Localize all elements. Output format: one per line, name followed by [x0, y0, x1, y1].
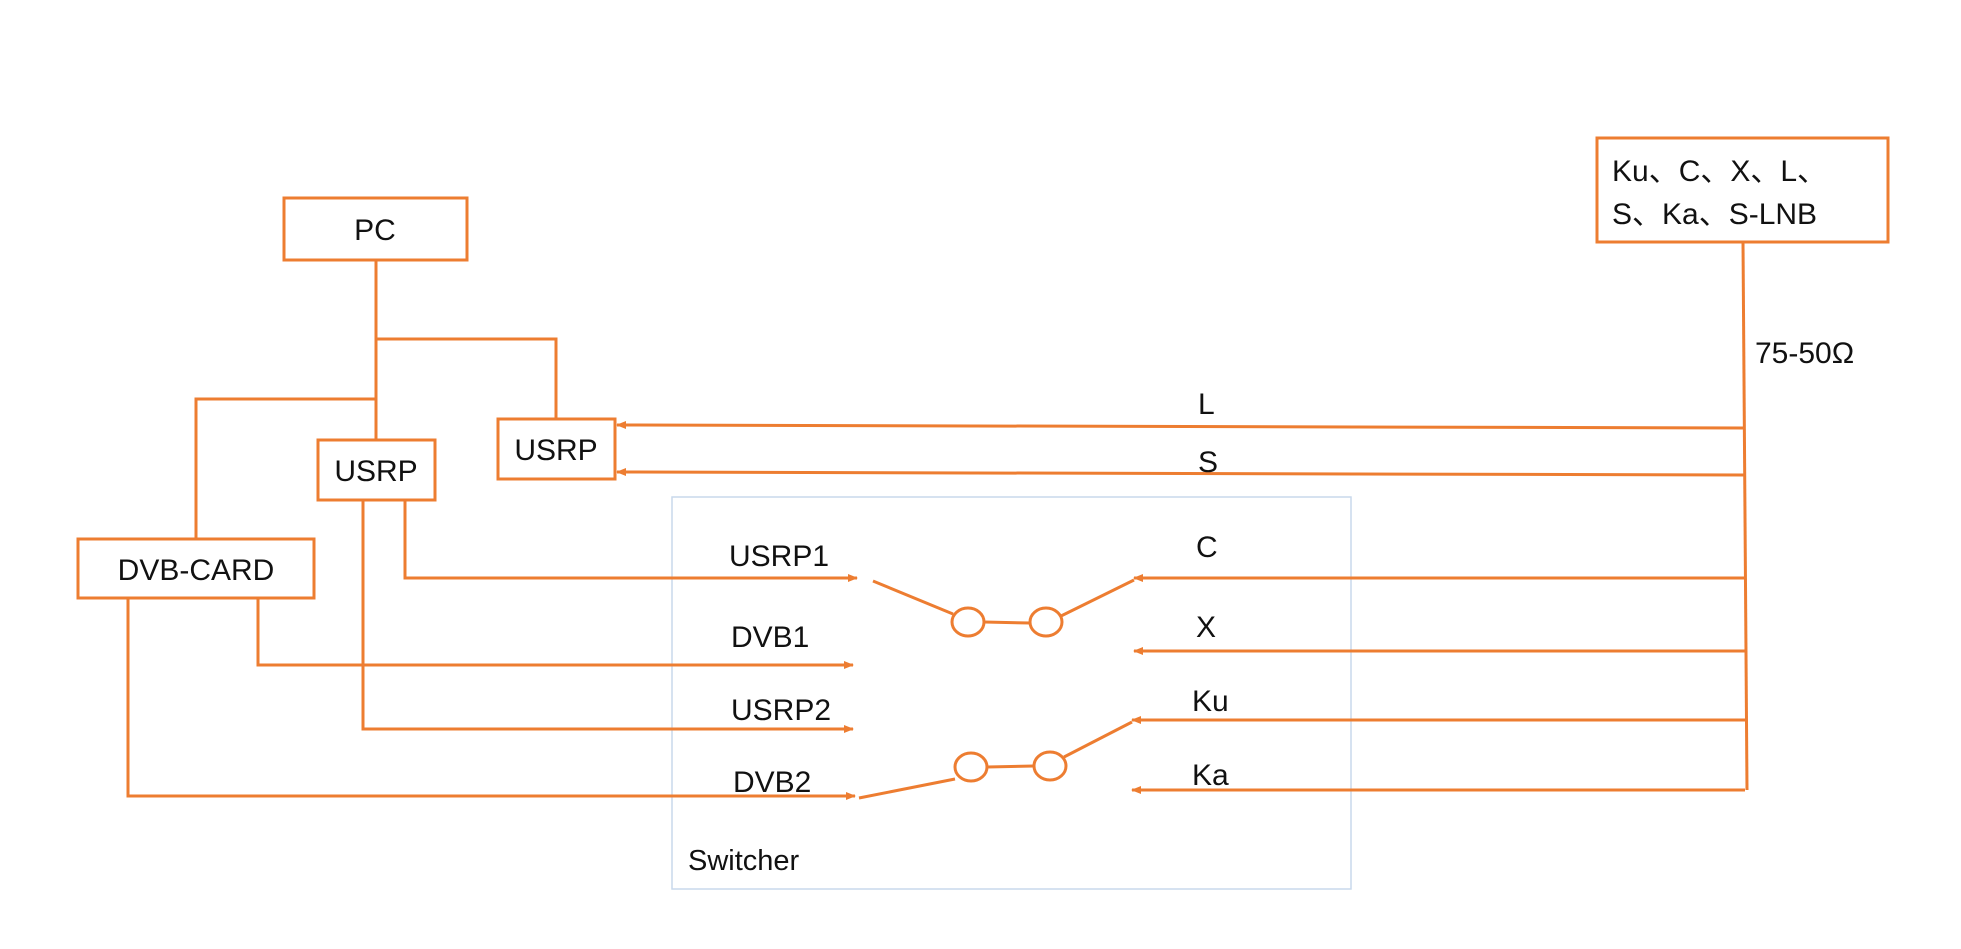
pc-block: PC [282, 196, 469, 262]
dvb2-label: DVB2 [733, 766, 811, 799]
pc-label: PC [354, 214, 396, 247]
usrp2-line [361, 500, 854, 733]
usrp-left-label: USRP [334, 455, 417, 488]
switcher-box [671, 496, 1352, 890]
band-ku-label: Ku [1192, 685, 1229, 718]
band-x-label: X [1196, 611, 1216, 644]
lnb-block: Ku、C、X、L、 S、Ka、S-LNB [1595, 136, 1890, 244]
switch-lower-bridge [986, 764, 1035, 769]
switch-upper-contact-right [1028, 606, 1064, 638]
band-l-label: L [1198, 388, 1215, 421]
dvb-card-label: DVB-CARD [118, 554, 275, 587]
lnb-feeds [616, 241, 1749, 794]
switcher-inputs [126, 500, 858, 800]
usrp-block-right: USRP [496, 417, 617, 481]
usrp2-label: USRP2 [731, 694, 831, 727]
usrp-right-label: USRP [514, 434, 597, 467]
usrp-block-left: USRP [316, 438, 437, 502]
lnb-trunk [1741, 241, 1749, 791]
switch-lower-contact-right [1032, 750, 1068, 782]
switch-upper [872, 578, 1135, 638]
switcher-label: Switcher [688, 845, 800, 877]
switch-upper-arm-left [872, 579, 954, 616]
dvb2-line [126, 598, 856, 800]
usrp1-line [403, 500, 858, 582]
switch-upper-contact-left [950, 606, 986, 638]
switch-lower [858, 720, 1133, 800]
impedance-label: 75-50Ω [1755, 337, 1854, 370]
band-l-line [616, 421, 1746, 430]
switch-lower-arm-left [858, 777, 956, 800]
usrp1-label: USRP1 [729, 540, 829, 573]
switch-lower-contact-left [953, 751, 989, 783]
lnb-label-line2: S、Ka、S-LNB [1612, 198, 1817, 231]
dvb1-line [256, 598, 854, 669]
pc-to-dvb-card [194, 397, 376, 539]
pc-to-usrp-right [376, 337, 558, 419]
band-s-line [616, 468, 1746, 477]
switch-lower-arm-right [1063, 720, 1133, 759]
lnb-label-line1: Ku、C、X、L、 [1612, 155, 1827, 188]
band-ka-label: Ka [1192, 759, 1229, 792]
switch-upper-arm-right [1060, 578, 1135, 618]
band-s-label: S [1198, 446, 1218, 479]
pc-connections [194, 260, 558, 539]
band-c-label: C [1196, 531, 1218, 564]
dvb1-label: DVB1 [731, 621, 809, 654]
switch-upper-bridge [983, 620, 1031, 625]
dvb-card-block: DVB-CARD [76, 537, 316, 600]
